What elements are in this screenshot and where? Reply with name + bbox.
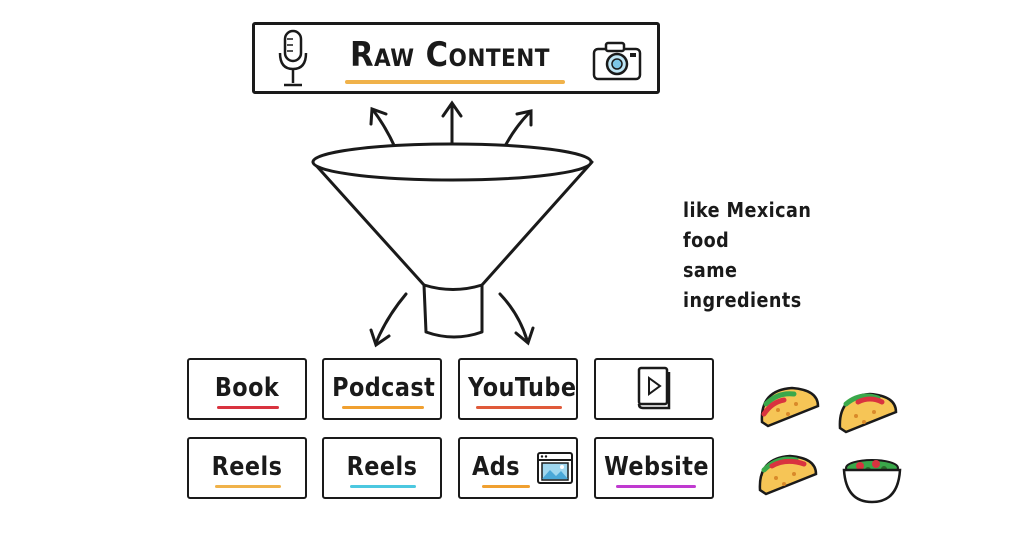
card-underline bbox=[476, 406, 562, 409]
funnel-icon bbox=[311, 142, 594, 339]
card-underline bbox=[217, 406, 279, 409]
card-label: YouTube bbox=[468, 373, 577, 403]
card-podcast: Podcast bbox=[322, 358, 442, 420]
card-underline bbox=[482, 485, 530, 488]
card-ads: Ads bbox=[458, 437, 578, 499]
card-label: Reels bbox=[211, 452, 283, 482]
note-text: like Mexican food same ingredients bbox=[683, 195, 859, 315]
card-reels-2: Reels bbox=[322, 437, 442, 499]
taco-icon bbox=[758, 454, 818, 496]
taco-icon bbox=[838, 392, 898, 434]
card-label: Podcast bbox=[332, 373, 436, 403]
header-title: Raw Content bbox=[350, 35, 550, 75]
card-reels: Reels bbox=[187, 437, 307, 499]
card-label: Reels bbox=[346, 452, 418, 482]
down-arrow-left bbox=[369, 292, 408, 348]
card-youtube: YouTube bbox=[458, 358, 578, 420]
browser-image-icon bbox=[537, 452, 573, 484]
card-underline bbox=[342, 406, 424, 409]
card-label: Website bbox=[604, 452, 709, 482]
note-line-1: like Mexican food bbox=[683, 198, 812, 252]
salad-bowl-icon bbox=[842, 459, 902, 504]
card-underline bbox=[616, 485, 696, 488]
camera-icon bbox=[592, 41, 642, 81]
card-underline bbox=[350, 485, 416, 488]
header-underline bbox=[345, 80, 565, 84]
microphone-icon bbox=[278, 29, 308, 87]
down-arrow-right bbox=[498, 292, 535, 346]
video-book-icon bbox=[637, 366, 671, 410]
card-video-book bbox=[594, 358, 714, 420]
card-label: Book bbox=[214, 373, 280, 403]
raw-content-box: Raw Content bbox=[252, 22, 660, 94]
note-line-2: same ingredients bbox=[683, 258, 802, 312]
card-book: Book bbox=[187, 358, 307, 420]
card-website: Website bbox=[594, 437, 714, 499]
taco-icon bbox=[760, 386, 820, 428]
card-label: Ads bbox=[472, 452, 520, 482]
card-underline bbox=[215, 485, 281, 488]
